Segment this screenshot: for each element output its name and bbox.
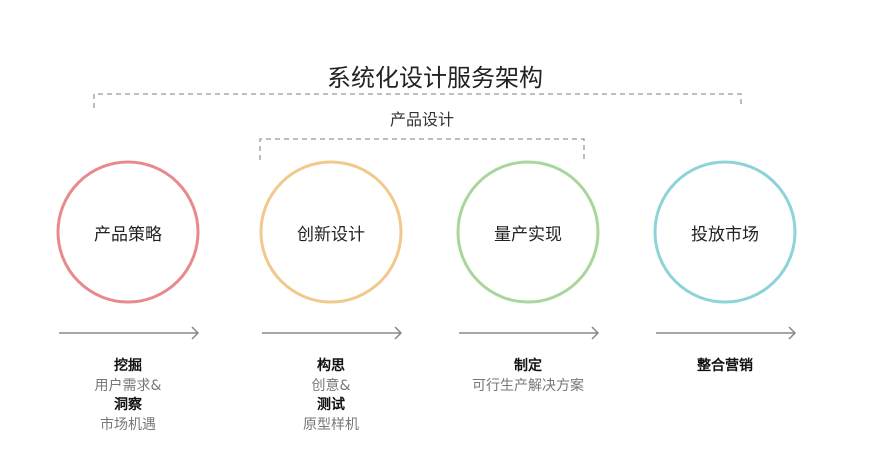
stage-label: 量产实现: [494, 225, 562, 245]
description-line: 市场机遇: [100, 416, 156, 433]
stage-circle: [653, 160, 797, 304]
description-line: 制定: [514, 358, 542, 374]
stage-label: 投放市场: [691, 225, 759, 245]
description-line: 可行生产解决方案: [472, 377, 584, 394]
stage-label: 创新设计: [297, 225, 365, 245]
description-line: 洞察: [114, 397, 142, 413]
arrow-icon: [262, 326, 403, 340]
product-design-label: 产品设计: [389, 110, 454, 129]
inner-bracket: [259, 138, 585, 160]
description-line: 挖掘: [114, 358, 142, 374]
stage-label: 产品策略: [94, 225, 162, 245]
stage-circle: [259, 160, 403, 304]
stage-description: 整合营销: [625, 357, 825, 377]
description-line: 用户需求&: [94, 377, 162, 394]
arrow-icon: [59, 326, 200, 340]
description-line: 原型样机: [303, 416, 359, 433]
description-line: 创意&: [311, 377, 351, 394]
arrow-icon: [459, 326, 600, 340]
description-line: 整合营销: [697, 358, 753, 374]
stage-description: 构思创意&测试原型样机: [231, 357, 431, 435]
stage-description: 制定可行生产解决方案: [428, 357, 628, 396]
diagram-title: 系统化设计服务架构: [327, 64, 543, 92]
stage-circle: [56, 160, 200, 304]
stage-circle: [456, 160, 600, 304]
description-line: 构思: [317, 358, 345, 374]
description-line: 测试: [317, 397, 345, 413]
stage-description: 挖掘用户需求&洞察市场机遇: [28, 357, 228, 435]
arrow-icon: [656, 326, 797, 340]
outer-bracket: [93, 93, 742, 108]
